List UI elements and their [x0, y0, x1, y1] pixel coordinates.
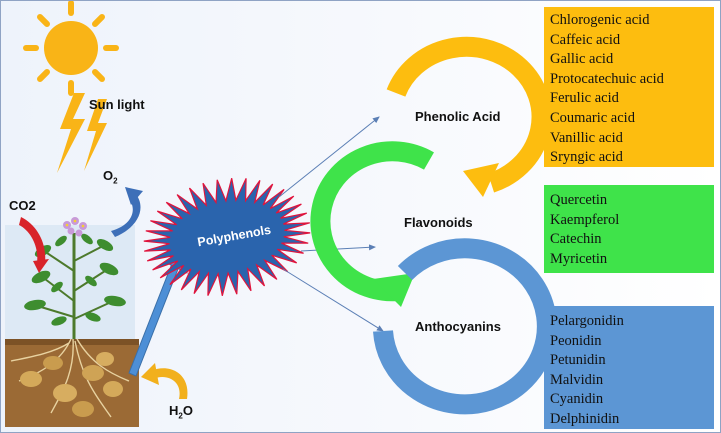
sky-panel — [5, 225, 135, 343]
list-item: Sryngic acid — [550, 149, 623, 166]
list-item: Pelargonidin — [550, 313, 624, 329]
list-item: Vanillic acid — [550, 129, 623, 146]
anthocyanins-list: Pelargonidin Peonidin Petunidin Malvidin… — [544, 306, 714, 429]
flavonoids-cycle-arrow — [310, 141, 434, 307]
h2o-uptake-arrow — [141, 363, 188, 399]
flavonoids-label: Flavonoids — [404, 215, 473, 230]
list-item: Cyanidin — [550, 391, 604, 408]
list-item: Petunidin — [550, 352, 606, 369]
list-item: Protocatechuic acid — [550, 70, 664, 87]
list-item: Gallic acid — [550, 51, 614, 68]
list-item: Myricetin — [550, 250, 608, 267]
o2-label: O2 — [103, 168, 118, 186]
list-item: Delphinidin — [550, 410, 620, 427]
polyphenols-burst-shape — [143, 178, 311, 296]
h2o-label: H2O — [169, 403, 193, 421]
list-item: Coumaric acid — [550, 109, 635, 126]
lightning-bolt-icon — [57, 93, 107, 173]
phenolic-acid-label: Phenolic Acid — [415, 109, 501, 124]
phenolic-acid-cycle-arrow — [386, 36, 552, 197]
list-item: Catechin — [550, 231, 602, 248]
list-item: Malvidin — [550, 371, 604, 388]
co2-intake-arrow — [19, 217, 49, 273]
sun-icon — [23, 1, 119, 96]
list-item: Ferulic acid — [550, 90, 619, 107]
anthocyanins-label: Anthocyanins — [415, 319, 501, 334]
list-item: Chlorogenic acid — [550, 12, 650, 28]
anthocyanins-cycle-arrow — [373, 238, 557, 415]
list-item: Quercetin — [550, 192, 608, 208]
list-item: Kaempferol — [550, 211, 620, 228]
o2-release-arrow — [111, 187, 143, 237]
list-item: Peonidin — [550, 332, 602, 349]
pathway-arrows — [278, 116, 384, 332]
list-item: Caffeic acid — [550, 31, 621, 48]
sunlight-label: Sun light — [89, 97, 145, 112]
co2-label: CO2 — [9, 198, 36, 213]
phenolic-acid-list: Chlorogenic acid Caffeic acid Gallic aci… — [544, 7, 714, 167]
potato-tubers-icon — [10, 338, 130, 418]
flavonoids-list: Quercetin Kaempferol Catechin Myricetin — [544, 185, 714, 273]
